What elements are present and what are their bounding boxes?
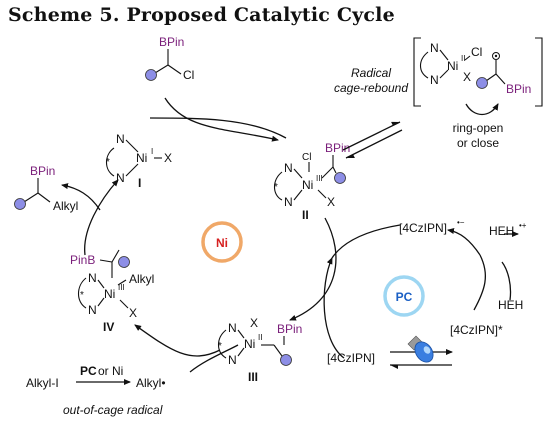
svg-text:N: N: [284, 161, 293, 175]
svg-text:Cl: Cl: [471, 45, 482, 59]
alkyl-iodide: Alkyl-I: [26, 376, 59, 390]
species-II-metal: Ni: [302, 178, 313, 192]
svg-text:Alkyl: Alkyl: [129, 272, 154, 286]
out-of-cage-label: out-of-cage radical: [63, 403, 163, 417]
svg-text:BPin: BPin: [277, 322, 302, 336]
arrow-radical-join: [189, 344, 239, 373]
cage-right-bracket: [535, 37, 543, 107]
svg-text:III: III: [316, 174, 323, 183]
svg-text:X: X: [463, 70, 471, 84]
svg-text:II: II: [258, 333, 262, 342]
species-III: N N * Ni II X BPin III: [217, 316, 302, 384]
species-I-metal: Ni: [136, 151, 147, 165]
svg-text:PinB: PinB: [70, 253, 95, 267]
species-IV: PinB N N * Ni III Alkyl X IV: [70, 249, 154, 334]
radical-cage: N N Ni II Cl X BPin: [413, 37, 543, 116]
svg-text:Cl: Cl: [302, 152, 311, 163]
substituent-ball: [145, 69, 157, 81]
heh-radical-cation-charge: •+: [519, 221, 527, 230]
svg-text:Ni: Ni: [447, 59, 458, 73]
ring-open-label-line1: ring-open: [453, 121, 504, 135]
svg-text:X: X: [327, 195, 335, 209]
species-IV-tag: IV: [103, 320, 114, 334]
species-I: N N * Ni I X I: [105, 132, 172, 190]
arrow-II-to-III: [289, 217, 337, 321]
species-II: Cl BPin N N * Ni III X II: [273, 141, 350, 222]
svg-text:N: N: [116, 171, 125, 185]
svg-text:III: III: [118, 283, 125, 292]
svg-text:*: *: [80, 290, 84, 301]
scheme-title: Scheme 5. Proposed Catalytic Cycle: [8, 4, 395, 26]
substrate-bpin: BPin: [159, 35, 184, 49]
species-II-tag: II: [302, 208, 309, 222]
czipn-radical-anion: [4CzIPN]: [399, 221, 447, 235]
arrow-cage-reverse: [345, 129, 403, 159]
arrow-excited-up: [473, 254, 487, 311]
czipn-excited: [4CzIPN]*: [450, 323, 503, 337]
arrow-heh-in: [501, 261, 512, 301]
ni-cycle-ring: [201, 221, 243, 263]
svg-text:N: N: [88, 271, 97, 285]
svg-text:BPin: BPin: [325, 141, 350, 155]
svg-text:N: N: [430, 41, 439, 55]
svg-text:I: I: [151, 147, 153, 156]
svg-text:N: N: [284, 195, 293, 209]
light-bulb-icon: [407, 335, 434, 363]
radical-label-line1: Radical: [351, 66, 391, 80]
pc-cycle-label: PC: [396, 290, 413, 304]
svg-text:X: X: [129, 306, 137, 320]
product-alkyl: Alkyl: [53, 199, 78, 213]
heh-radical-cation: HEH: [489, 224, 514, 238]
svg-text:N: N: [430, 73, 439, 87]
product-molecule: BPin Alkyl: [14, 164, 78, 213]
ni-cycle-label: Ni: [216, 236, 228, 250]
svg-text:II: II: [461, 54, 465, 63]
svg-text:*: *: [106, 157, 110, 168]
svg-text:N: N: [88, 303, 97, 317]
substrate-molecule: BPin Cl: [145, 35, 194, 82]
arrow-czipn-left: [323, 257, 345, 359]
arrow-IV-to-I: [84, 179, 119, 256]
ring-open-label-line2: or close: [457, 136, 499, 150]
czipn-radical-anion-charge: •−: [457, 218, 465, 227]
radical-label-line2: cage-rebound: [334, 81, 408, 95]
arrow-substrate-to-II: [164, 97, 279, 142]
svg-text:X: X: [250, 316, 258, 330]
cage-left-bracket: [413, 37, 421, 107]
arrow-cage-forward: [342, 121, 401, 151]
arrow-anion-to-left: [331, 224, 401, 259]
species-III-metal: Ni: [244, 337, 255, 351]
svg-text:*: *: [218, 341, 222, 352]
czipn-ground: [4CzIPN]: [327, 351, 375, 365]
species-I-tag: I: [138, 176, 141, 190]
arrow-I-to-II-arc: [149, 117, 287, 139]
svg-text:N: N: [228, 321, 237, 335]
species-III-tag: III: [248, 370, 258, 384]
svg-text:N: N: [116, 132, 125, 146]
species-IV-metal: Ni: [104, 287, 115, 301]
arrow-to-product: [61, 183, 101, 211]
arrow-heh-oxidation: [447, 228, 481, 256]
pc-cycle-ring: [383, 275, 425, 317]
product-bpin: BPin: [30, 164, 55, 178]
ring-open-arrow: [465, 103, 499, 116]
svg-text:BPin: BPin: [506, 82, 531, 96]
svg-text:N: N: [228, 353, 237, 367]
substrate-cl: Cl: [183, 68, 194, 82]
heh: HEH: [498, 298, 523, 312]
arrow-III-to-IV: [134, 324, 221, 357]
svg-text:*: *: [274, 182, 278, 193]
svg-text:X: X: [164, 151, 172, 165]
pc-or-ni-rest: or Ni: [98, 364, 123, 378]
alkyl-radical: Alkyl•: [136, 376, 166, 390]
pc-or-ni-pc: PC: [80, 364, 97, 378]
